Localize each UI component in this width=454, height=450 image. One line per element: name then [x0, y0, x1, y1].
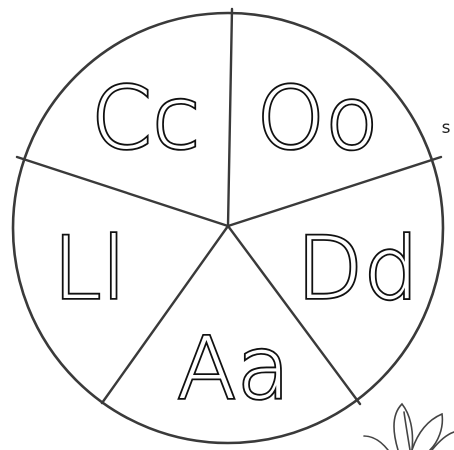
divider-top [228, 9, 232, 226]
segment-label-ll: Ll [53, 219, 127, 319]
segment-label-oo: Oo [257, 69, 379, 169]
margin-letter: s [442, 118, 451, 138]
segment-label-dd: Dd [297, 219, 420, 319]
leaf-doodle-icon [364, 404, 454, 450]
segment-label-aa: Aa [177, 319, 291, 419]
segment-label-cc: Cc [91, 69, 200, 169]
